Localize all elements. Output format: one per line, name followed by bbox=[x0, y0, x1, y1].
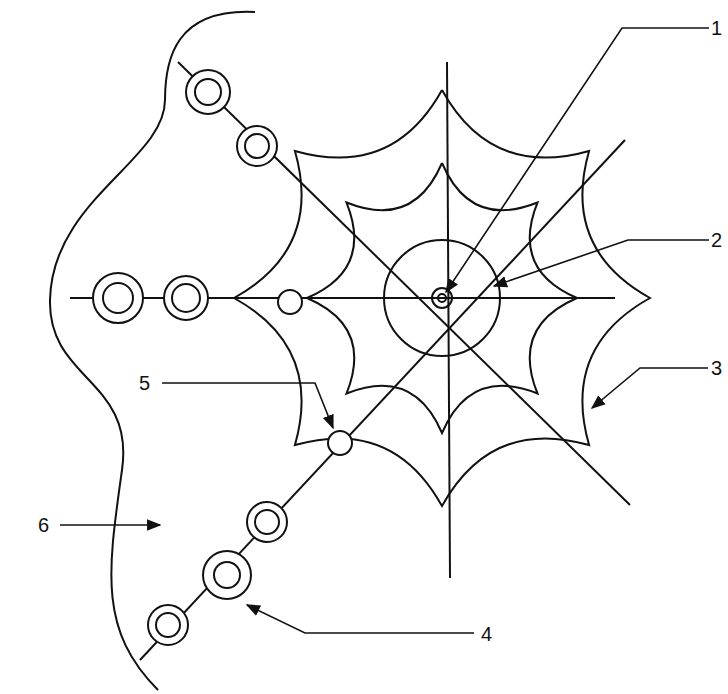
attachment-disc bbox=[247, 502, 287, 542]
leader-line bbox=[494, 240, 710, 286]
leader-line bbox=[162, 383, 333, 428]
disc-outer bbox=[186, 70, 230, 114]
attachment-disc bbox=[328, 431, 352, 455]
attachment-disc bbox=[93, 273, 143, 323]
callout-number: 2 bbox=[709, 229, 724, 251]
leader-line bbox=[592, 368, 708, 408]
disc-inner bbox=[156, 613, 180, 637]
disc-outer bbox=[203, 551, 251, 599]
callout-number: 6 bbox=[36, 514, 51, 536]
disc-outer bbox=[247, 502, 287, 542]
glue-droplets bbox=[93, 70, 352, 645]
disc-outer bbox=[278, 290, 302, 314]
hub-ring bbox=[384, 240, 500, 356]
disc-outer bbox=[148, 605, 188, 645]
attachment-surface bbox=[50, 12, 255, 690]
radial-thread bbox=[140, 140, 625, 660]
attachment-disc bbox=[186, 70, 230, 114]
disc-outer bbox=[164, 276, 208, 320]
hub-ring bbox=[432, 288, 452, 308]
attachment-disc bbox=[278, 290, 302, 314]
disc-outer bbox=[328, 431, 352, 455]
leader-line bbox=[446, 28, 712, 292]
attachment-disc bbox=[164, 276, 208, 320]
callout-number: 3 bbox=[709, 357, 724, 379]
disc-outer bbox=[237, 126, 277, 166]
callout-number: 1 bbox=[709, 17, 724, 39]
leader-line bbox=[247, 605, 474, 633]
capture-spiral bbox=[234, 90, 650, 506]
disc-inner bbox=[195, 79, 221, 105]
disc-inner bbox=[245, 134, 269, 158]
radial-thread bbox=[70, 297, 615, 299]
leader-lines bbox=[60, 28, 712, 633]
disc-outer bbox=[93, 273, 143, 323]
radial-thread bbox=[447, 62, 450, 578]
leader-line bbox=[60, 524, 160, 526]
disc-inner bbox=[172, 284, 200, 312]
attachment-disc bbox=[148, 605, 188, 645]
attachment-disc bbox=[203, 551, 251, 599]
disc-inner bbox=[255, 510, 279, 534]
capture-spiral bbox=[307, 163, 577, 433]
disc-inner bbox=[103, 283, 133, 313]
attachment-disc bbox=[237, 126, 277, 166]
disc-inner bbox=[214, 562, 240, 588]
hub-ring bbox=[438, 294, 446, 302]
web bbox=[70, 62, 650, 660]
callout-number: 4 bbox=[479, 623, 494, 645]
callout-number: 5 bbox=[137, 372, 152, 394]
